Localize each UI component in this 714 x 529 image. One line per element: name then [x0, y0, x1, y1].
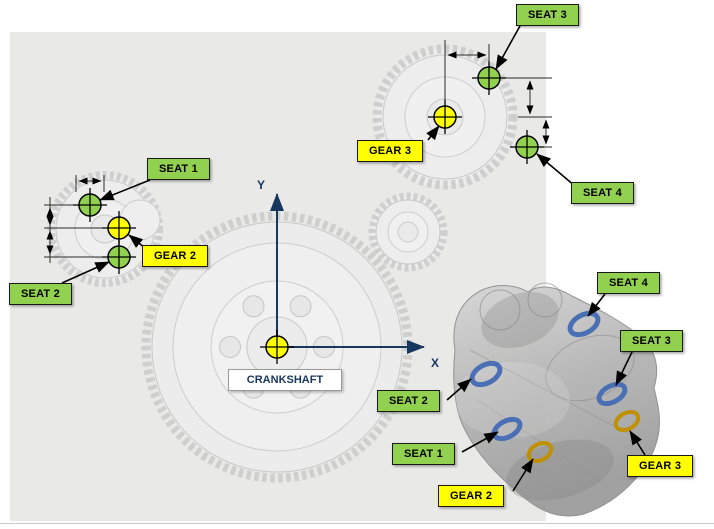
engine-seat-4-ring	[567, 310, 601, 338]
callout-gear-2: GEAR 2	[142, 245, 209, 267]
idler-gear-drawing	[368, 192, 448, 272]
callout-engine-gear-2: GEAR 2	[438, 485, 505, 507]
crankshaft-label: CRANKSHAFT	[228, 369, 342, 391]
engine-seat-3-ring	[596, 381, 628, 407]
callout-engine-gear-3: GEAR 3	[627, 455, 694, 477]
callout-engine-seat-2: SEAT 2	[377, 390, 440, 412]
callout-engine-seat-3: SEAT 3	[620, 330, 683, 352]
callout-engine-seat-1: SEAT 1	[392, 443, 455, 465]
y-axis-label: Y	[257, 178, 266, 192]
bottom-divider	[0, 523, 714, 524]
engine-gear-3-ring	[613, 409, 641, 433]
callout-engine-seat-4: SEAT 4	[597, 272, 660, 294]
dimension-lines	[44, 40, 552, 263]
engine-seat-2-ring	[469, 360, 503, 388]
callout-gear-3: GEAR 3	[357, 140, 424, 162]
x-axis-label: X	[431, 356, 440, 370]
callout-seat-4-top: SEAT 4	[571, 182, 634, 204]
callout-seat-3-top: SEAT 3	[516, 4, 579, 26]
callout-seat-2: SEAT 2	[9, 283, 72, 305]
coordinate-axes	[270, 193, 425, 354]
engine-gear-2-ring	[526, 440, 554, 464]
callout-seat-1: SEAT 1	[147, 158, 210, 180]
engine-block-image	[453, 282, 660, 517]
callout-arrows	[61, 25, 646, 492]
